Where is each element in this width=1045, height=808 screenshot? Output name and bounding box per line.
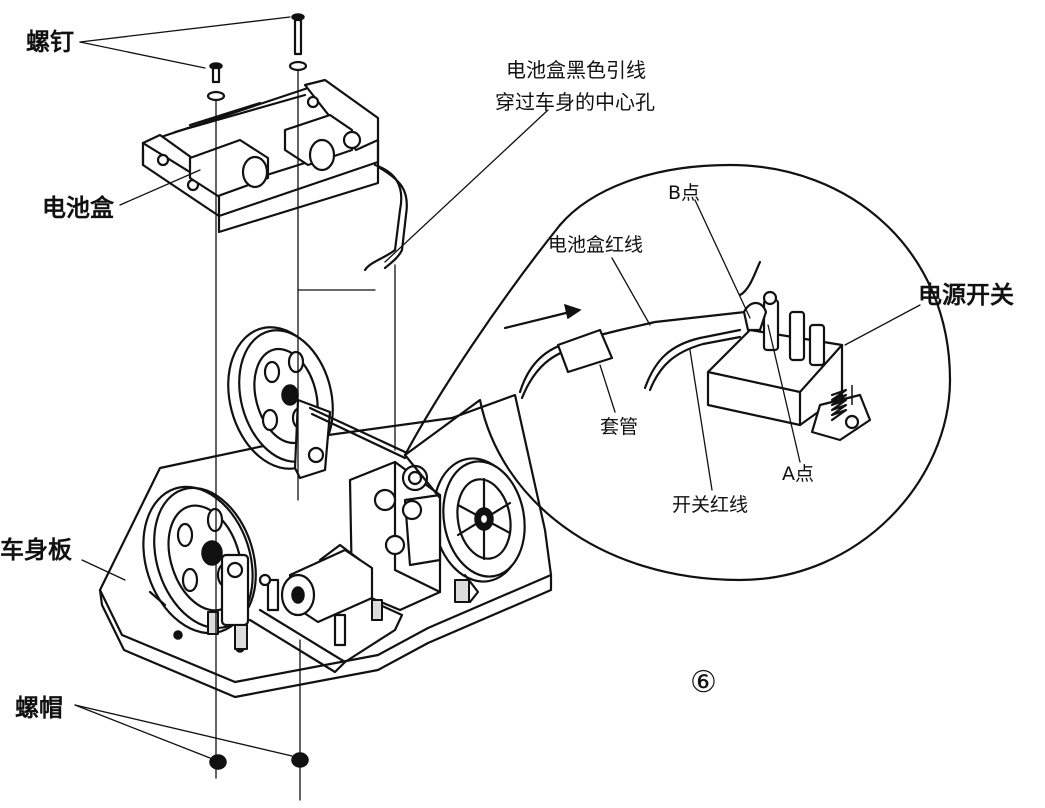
label-switch-red-wire: 开关红线 xyxy=(672,494,749,516)
wheel-left xyxy=(142,485,257,635)
gearbox-motor xyxy=(207,453,480,674)
label-battery-red-wire: 电池盒红线 xyxy=(548,234,644,256)
screw-right xyxy=(288,13,308,72)
power-switch xyxy=(706,290,872,442)
label-battery-box: 电池盒 xyxy=(42,194,114,222)
battery-black-lead xyxy=(363,163,403,272)
label-nut: 螺帽 xyxy=(15,694,63,722)
detail-wires xyxy=(518,260,762,400)
wheel-right xyxy=(432,457,526,583)
screw-left xyxy=(206,62,226,102)
label-battery-lead-line2: 穿过车身的中心孔 xyxy=(495,90,655,114)
label-sleeve: 套管 xyxy=(600,416,639,438)
label-point-a: A点 xyxy=(782,463,814,485)
label-body-plate: 车身板 xyxy=(0,536,72,564)
label-screw: 螺钉 xyxy=(26,28,74,56)
label-point-b: B点 xyxy=(668,182,701,204)
label-battery-lead-line1: 电池盒黑色引线 xyxy=(506,58,646,82)
battery-box xyxy=(141,78,380,234)
detail-leader-lines xyxy=(599,199,921,491)
assembly-lines xyxy=(215,69,396,801)
leader-lines xyxy=(74,16,549,759)
label-power-switch: 电源开关 xyxy=(918,281,1014,309)
nut-left xyxy=(209,754,227,770)
detail-callout xyxy=(403,163,952,582)
figure-number: ⑥ xyxy=(690,665,717,700)
wheel-upper xyxy=(227,326,407,480)
